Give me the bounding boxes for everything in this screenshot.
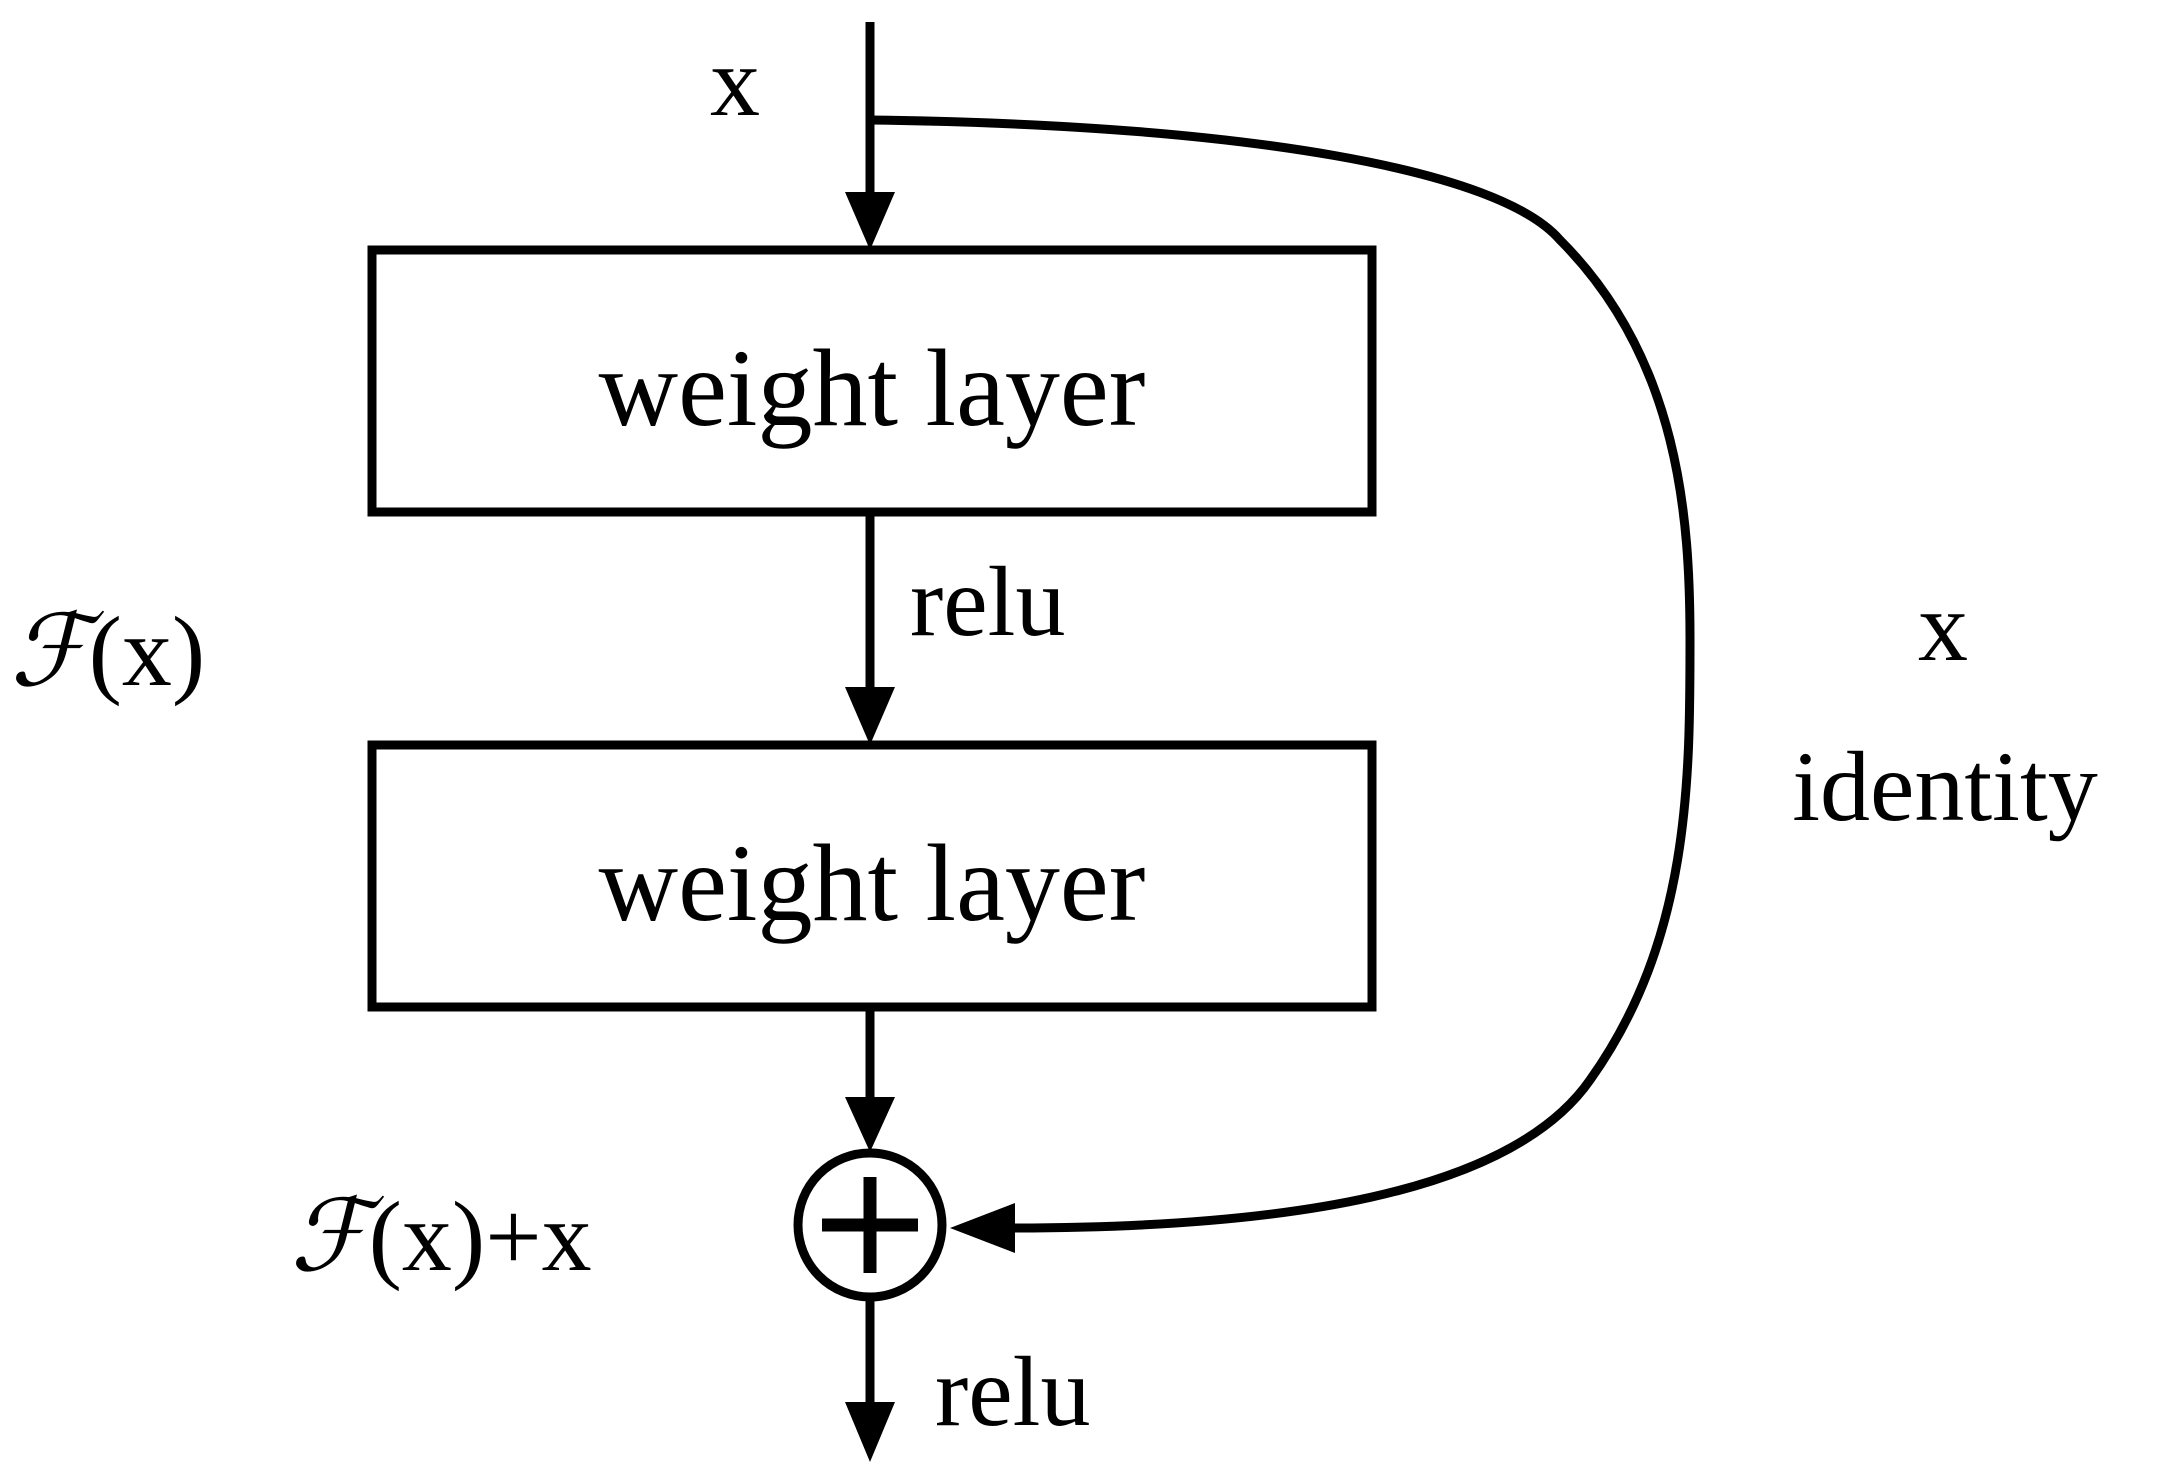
sum-output-label: ℱ(x)+x: [290, 1177, 592, 1294]
input-arrowhead: [845, 192, 895, 250]
shortcut-arrowhead: [950, 1203, 1015, 1253]
residual-label-rest: (x): [89, 596, 206, 707]
shortcut-x-label: x: [1918, 571, 1968, 682]
input-label: x: [710, 26, 760, 137]
output-arrowhead: [845, 1402, 895, 1462]
sum-label-rest: (x)+x: [369, 1181, 592, 1292]
sum-node: [793, 1148, 947, 1302]
relu-label-middle: relu: [910, 546, 1065, 657]
residual-function-label: ℱ(x): [10, 592, 205, 709]
weight-layer-box-1-label: weight layer: [599, 327, 1146, 449]
weight-layer-box-1: weight layer: [367, 245, 1377, 517]
weight-layer-box-2: weight layer: [367, 740, 1377, 1012]
sum-input-arrowhead: [845, 1097, 895, 1152]
relu-label-output: relu: [935, 1336, 1090, 1447]
weight-layer-box-2-label: weight layer: [599, 822, 1146, 944]
relu-arrowhead: [845, 687, 895, 745]
shortcut-identity-label: identity: [1792, 731, 2098, 842]
identity-shortcut-path: [869, 115, 1695, 1233]
